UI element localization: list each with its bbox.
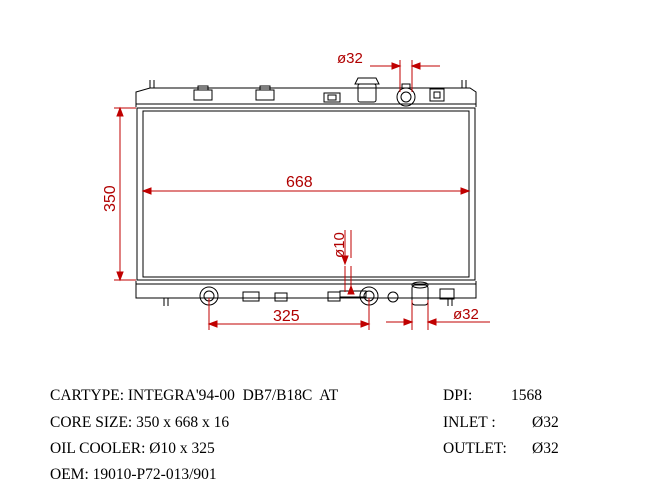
dim-width: 668	[286, 174, 313, 191]
spec-core-size: CORE SIZE: 350 x 668 x 16	[50, 414, 230, 431]
radiator-drawing: ø32 350 668 ø10 325 ø32	[102, 50, 490, 330]
dim-height: 350	[102, 185, 119, 212]
spec-oil-cooler: OIL COOLER: Ø10 x 325	[50, 440, 215, 457]
spec-dpi-value: 1568	[511, 387, 542, 404]
spec-cartype: CARTYPE: INTEGRA'94-00 DB7/B18C AT	[50, 387, 339, 404]
spec-dpi-label: DPI:	[443, 387, 473, 404]
dim-oil-cooler-diameter: ø10	[331, 232, 348, 258]
bottom-tank	[135, 281, 477, 306]
spec-outlet-value: Ø32	[532, 440, 559, 457]
spec-inlet-value: Ø32	[532, 414, 559, 431]
spec-outlet-label: OUTLET:	[443, 440, 507, 457]
spec-oem: OEM: 19010-P72-013/901	[50, 466, 217, 483]
top-tank	[135, 77, 477, 107]
dim-inlet-top: ø32	[337, 50, 363, 67]
radiator-core	[136, 107, 476, 281]
dim-outlet-bottom: ø32	[453, 306, 479, 323]
spec-inlet-label: INLET :	[443, 414, 496, 431]
dim-oil-cooler-length: 325	[273, 308, 300, 325]
dimension-lines	[114, 60, 490, 330]
